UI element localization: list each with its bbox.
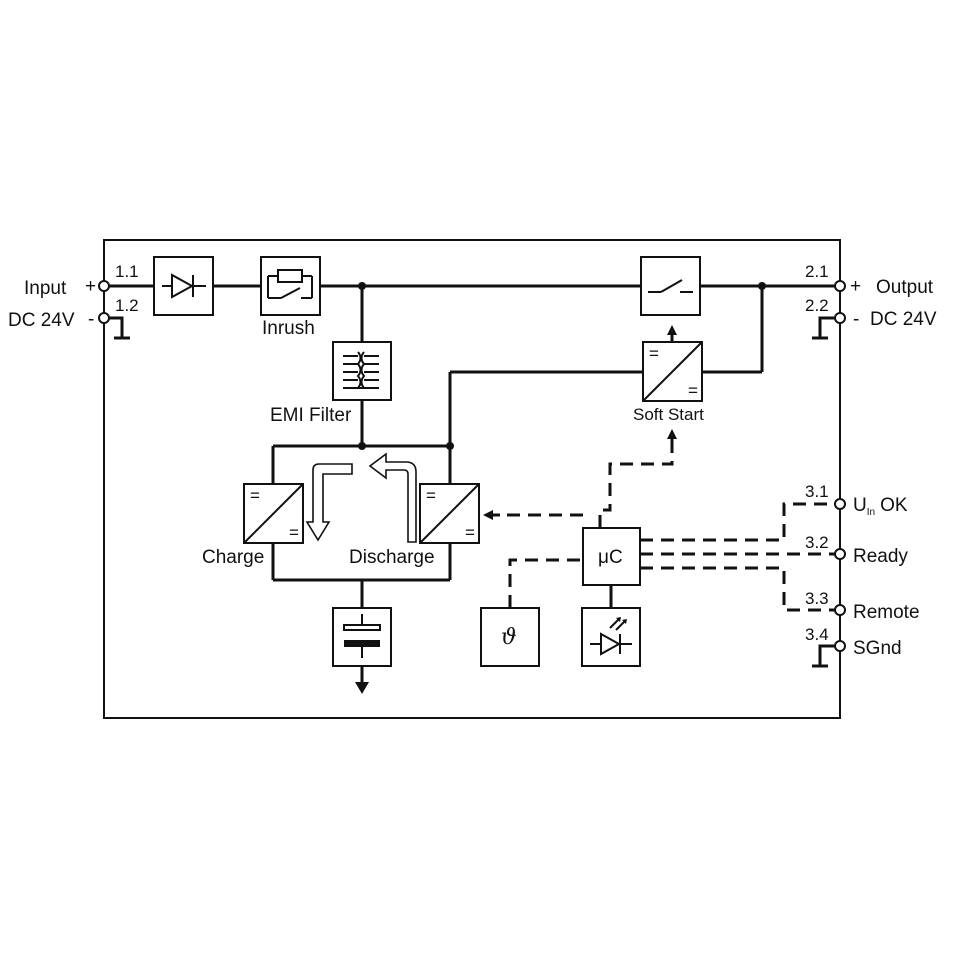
signal-ground-icon [812, 644, 835, 668]
softstart-eq-top: = [649, 344, 659, 363]
terminal-3-4[interactable] [834, 640, 846, 652]
junction-dot [446, 442, 454, 450]
terminal-1-2[interactable] [98, 312, 110, 324]
device-enclosure [103, 239, 841, 719]
control-signal-lines [483, 429, 835, 612]
led-icon [590, 617, 632, 656]
sgnd-label: SGnd [853, 638, 902, 659]
output-minus-sign: - [853, 309, 859, 330]
junction-dot [358, 282, 366, 290]
emi-filter-block: EMI Filter [270, 341, 392, 426]
input-minus-sign: - [88, 309, 94, 330]
capacitor-icon [343, 614, 381, 658]
charge-label: Charge [202, 547, 264, 568]
output-plus-sign: + [850, 276, 861, 297]
junction-dot [358, 442, 366, 450]
discharge-eq-top: = [426, 486, 436, 505]
charge-eq-bottom: = [289, 523, 299, 542]
dc-24v-input-label: DC 24V [8, 310, 75, 331]
terminal-2-2[interactable] [834, 312, 846, 324]
temperature-icon: ϑ [501, 625, 517, 650]
terminal-3-1[interactable] [834, 498, 846, 510]
pin-label-2-2: 2.2 [805, 296, 829, 315]
rectifier-block [153, 256, 214, 316]
inrush-resistor-switch-icon [267, 269, 313, 299]
pin-label-3-2: 3.2 [805, 533, 829, 552]
pin-label-1-2: 1.2 [115, 296, 139, 315]
charge-flow-arrow-icon [305, 463, 353, 542]
terminal-3-2[interactable] [834, 548, 846, 560]
discharge-converter-block: = = Discharge [349, 483, 480, 568]
emi-filter-icon [343, 351, 379, 389]
ready-label: Ready [853, 546, 908, 567]
output-ground-icon [812, 316, 835, 340]
pin-label-3-3: 3.3 [805, 589, 829, 608]
pin-label-3-4: 3.4 [805, 625, 829, 644]
switch-icon [648, 279, 693, 293]
soft-start-label: Soft Start [633, 405, 704, 424]
inrush-block: Inrush [260, 256, 321, 339]
output-label: Output [876, 277, 934, 298]
charge-converter-block: = = Charge [202, 483, 304, 568]
pin-label-2-1: 2.1 [805, 262, 829, 281]
emi-filter-label: EMI Filter [270, 405, 352, 426]
input-label: Input [24, 278, 67, 299]
dc-24v-output-label: DC 24V [870, 309, 937, 330]
discharge-flow-arrow-icon [368, 452, 417, 543]
led-indicator-block [581, 607, 641, 667]
charge-eq-top: = [250, 486, 260, 505]
input-terminals: 1.1 1.2 Input + DC 24V - [8, 262, 139, 340]
diode-icon [162, 273, 206, 299]
remote-label: Remote [853, 602, 920, 623]
terminal-2-1[interactable] [834, 280, 846, 292]
discharge-eq-bottom: = [465, 523, 475, 542]
terminal-1-1[interactable] [98, 280, 110, 292]
inrush-label: Inrush [262, 318, 315, 339]
microcontroller-block: μC [582, 527, 641, 586]
soft-start-block: = = Soft Start [633, 341, 704, 424]
output-terminals: 2.1 2.2 + Output - DC 24V [805, 262, 937, 340]
pin-label-1-1: 1.1 [115, 262, 139, 281]
softstart-eq-bottom: = [688, 381, 698, 400]
main-power-rail [109, 282, 835, 608]
terminal-3-3[interactable] [834, 604, 846, 616]
input-ground-icon [109, 316, 130, 340]
mcu-label: μC [598, 547, 623, 568]
storage-ground-arrow-icon [355, 682, 369, 694]
output-switch-block [640, 256, 701, 316]
energy-storage-block [332, 607, 392, 694]
junction-dot [758, 282, 766, 290]
input-plus-sign: + [85, 276, 96, 297]
temperature-sensor-block: ϑ [480, 607, 540, 667]
pin-label-3-1: 3.1 [805, 482, 829, 501]
discharge-label: Discharge [349, 547, 435, 568]
